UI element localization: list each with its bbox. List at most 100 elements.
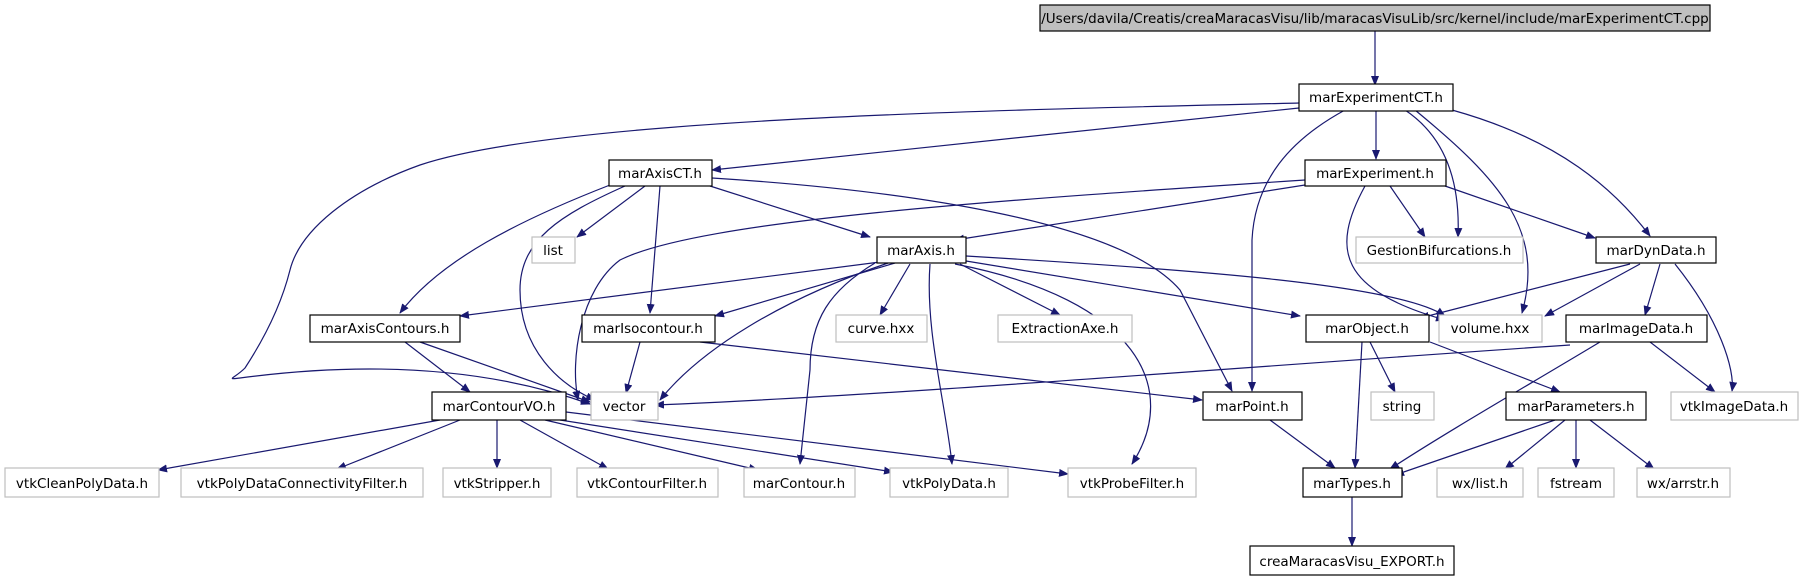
node-label: volume.hxx <box>1451 321 1530 337</box>
node-marAxis[interactable]: marAxis.h <box>876 236 967 264</box>
node-label: marDynData.h <box>1607 243 1706 259</box>
node-label: curve.hxx <box>848 321 915 337</box>
edge-marImageData-to-marTypes <box>1389 341 1601 470</box>
node-label: marContourVO.h <box>443 399 556 415</box>
node-marImageData[interactable]: marImageData.h <box>1565 314 1708 343</box>
edge-marAxis-to-marAxisContours <box>459 261 881 319</box>
node-fstream[interactable]: fstream <box>1537 467 1615 498</box>
node-label: vector <box>603 399 646 415</box>
edge-marExperiment-to-vector <box>572 179 1306 401</box>
edge-marExperimentCT-to-marDynData <box>1451 109 1651 237</box>
edge-marAxis-to-marIsocontour <box>714 262 896 318</box>
edge-marAxisCT-to-vector <box>519 185 626 401</box>
edge-marParameters-to-wxlist <box>1504 419 1566 470</box>
edge-marAxis-to-vtkPolyData <box>928 263 955 465</box>
node-marIsocontour[interactable]: marIsocontour.h <box>581 314 716 343</box>
node-marTypes[interactable]: marTypes.h <box>1302 467 1403 498</box>
edge-marObject-to-marParameters <box>1429 341 1561 393</box>
node-curve[interactable]: curve.hxx <box>835 314 928 343</box>
nodes: /Users/davila/Creatis/creaMaracasVisu/li… <box>4 4 1799 576</box>
node-marExperiment[interactable]: marExperiment.h <box>1304 159 1447 187</box>
node-volume[interactable]: volume.hxx <box>1438 314 1543 343</box>
node-label: marAxisCT.h <box>618 166 702 182</box>
edge-marContourVO-to-vtkProbeFilter <box>565 411 1069 477</box>
node-label: vtkProbeFilter.h <box>1080 476 1184 492</box>
node-label: wx/arrstr.h <box>1647 476 1719 492</box>
edge-marParameters-to-marTypes <box>1394 419 1556 476</box>
edge-marContourVO-to-vtkContourFilter <box>519 419 609 470</box>
node-marAxisContours[interactable]: marAxisContours.h <box>309 314 461 343</box>
node-root-file[interactable]: /Users/davila/Creatis/creaMaracasVisu/li… <box>1039 4 1711 32</box>
node-label: vtkPolyDataConnectivityFilter.h <box>197 476 408 492</box>
edge-marAxis-to-ExtractionAxe <box>959 263 1061 316</box>
edge-marAxisCT-to-marPoint <box>711 177 1233 392</box>
edge-marExperimentCT-to-GestionBifurcations <box>1404 109 1463 238</box>
node-label: marImageData.h <box>1579 321 1693 337</box>
edge-marContourVO-to-vtkPolyData <box>559 419 894 475</box>
node-label: marParameters.h <box>1517 399 1634 415</box>
node-vtkStripper[interactable]: vtkStripper.h <box>442 467 552 498</box>
edge-marContourVO-to-marContour <box>544 419 759 472</box>
edges <box>157 30 1738 547</box>
node-label: ExtractionAxe.h <box>1012 321 1119 337</box>
node-label: string <box>1383 399 1422 415</box>
node-label: fstream <box>1550 476 1602 492</box>
edge-marObject-to-marTypes <box>1351 341 1363 469</box>
node-label: list <box>543 243 563 259</box>
node-vtkPolyData[interactable]: vtkPolyData.h <box>889 467 1009 498</box>
node-marDynData[interactable]: marDynData.h <box>1595 236 1717 264</box>
node-label: vtkImageData.h <box>1680 399 1788 415</box>
edge-marAxisCT-to-list <box>576 185 646 238</box>
node-label: vtkPolyData.h <box>902 476 996 492</box>
edge-marExperiment-to-marDynData <box>1444 185 1596 239</box>
node-marAxisCT[interactable]: marAxisCT.h <box>608 159 713 187</box>
node-label: marObject.h <box>1325 321 1409 337</box>
edge-marPoint-to-marTypes <box>1269 419 1336 469</box>
node-wxlist[interactable]: wx/list.h <box>1436 467 1524 498</box>
edge-marExperimentCT-to-volume <box>1414 109 1529 314</box>
node-marExperimentCT[interactable]: marExperimentCT.h <box>1298 83 1454 112</box>
node-label: wx/list.h <box>1452 476 1508 492</box>
node-ExtractionAxe[interactable]: ExtractionAxe.h <box>997 314 1133 343</box>
edge-marAxisCT-to-marAxis <box>709 185 871 239</box>
node-vtkPolyDataConnectivityFilter[interactable]: vtkPolyDataConnectivityFilter.h <box>180 467 424 498</box>
edge-marAxisCT-to-marIsocontour <box>646 185 661 314</box>
edge-marAxisCT-to-marAxisContours <box>399 184 611 314</box>
node-label: marContour.h <box>753 476 845 492</box>
node-label: marExperiment.h <box>1316 166 1434 182</box>
node-root-label: /Users/davila/Creatis/creaMaracasVisu/li… <box>1041 11 1709 27</box>
node-label: marExperimentCT.h <box>1309 90 1443 106</box>
node-marParameters[interactable]: marParameters.h <box>1505 391 1647 421</box>
edge-marAxis-to-volume <box>965 255 1446 317</box>
node-marContour[interactable]: marContour.h <box>743 467 856 498</box>
node-GestionBifurcations[interactable]: GestionBifurcations.h <box>1355 236 1524 264</box>
node-wxarrstr[interactable]: wx/arrstr.h <box>1636 467 1731 498</box>
node-creaExport[interactable]: creaMaracasVisu_EXPORT.h <box>1249 545 1455 576</box>
node-label: marTypes.h <box>1313 476 1391 492</box>
node-label: marAxis.h <box>887 243 955 259</box>
edge-marImageData-to-vtkImageData <box>1649 341 1716 393</box>
node-vtkCleanPolyData[interactable]: vtkCleanPolyData.h <box>4 467 160 498</box>
edge-marExperiment-to-GestionBifurcations <box>1389 185 1426 238</box>
edge-marAxis-to-marObject <box>965 260 1301 319</box>
edge-marIsocontour-to-vector <box>624 341 641 394</box>
edge-marExperimentCT-to-marPoint <box>1248 109 1346 392</box>
edge-marAxis-to-vector <box>659 262 889 401</box>
edge-marDynData-to-volume <box>1544 263 1641 317</box>
node-vector[interactable]: vector <box>590 391 659 421</box>
edge-marExperiment-to-marAxis <box>954 184 1306 243</box>
edge-marContourVO-to-vtkPolyDataConnectivityFilter <box>336 419 461 470</box>
node-string[interactable]: string <box>1370 391 1435 421</box>
node-vtkProbeFilter[interactable]: vtkProbeFilter.h <box>1067 467 1197 498</box>
node-vtkContourFilter[interactable]: vtkContourFilter.h <box>576 467 719 498</box>
node-marContourVO[interactable]: marContourVO.h <box>431 391 567 421</box>
node-vtkImageData[interactable]: vtkImageData.h <box>1670 391 1799 421</box>
edge-marParameters-to-wxarrstr <box>1589 419 1655 470</box>
edge-marExperimentCT-to-marAxisCT <box>711 107 1300 174</box>
node-list[interactable]: list <box>531 236 576 264</box>
node-marObject[interactable]: marObject.h <box>1305 314 1430 343</box>
node-marPoint[interactable]: marPoint.h <box>1202 391 1303 421</box>
node-label: vtkCleanPolyData.h <box>16 476 148 492</box>
edge-marObject-to-string <box>1369 341 1396 393</box>
edge-marAxis-to-marContour <box>796 262 876 465</box>
